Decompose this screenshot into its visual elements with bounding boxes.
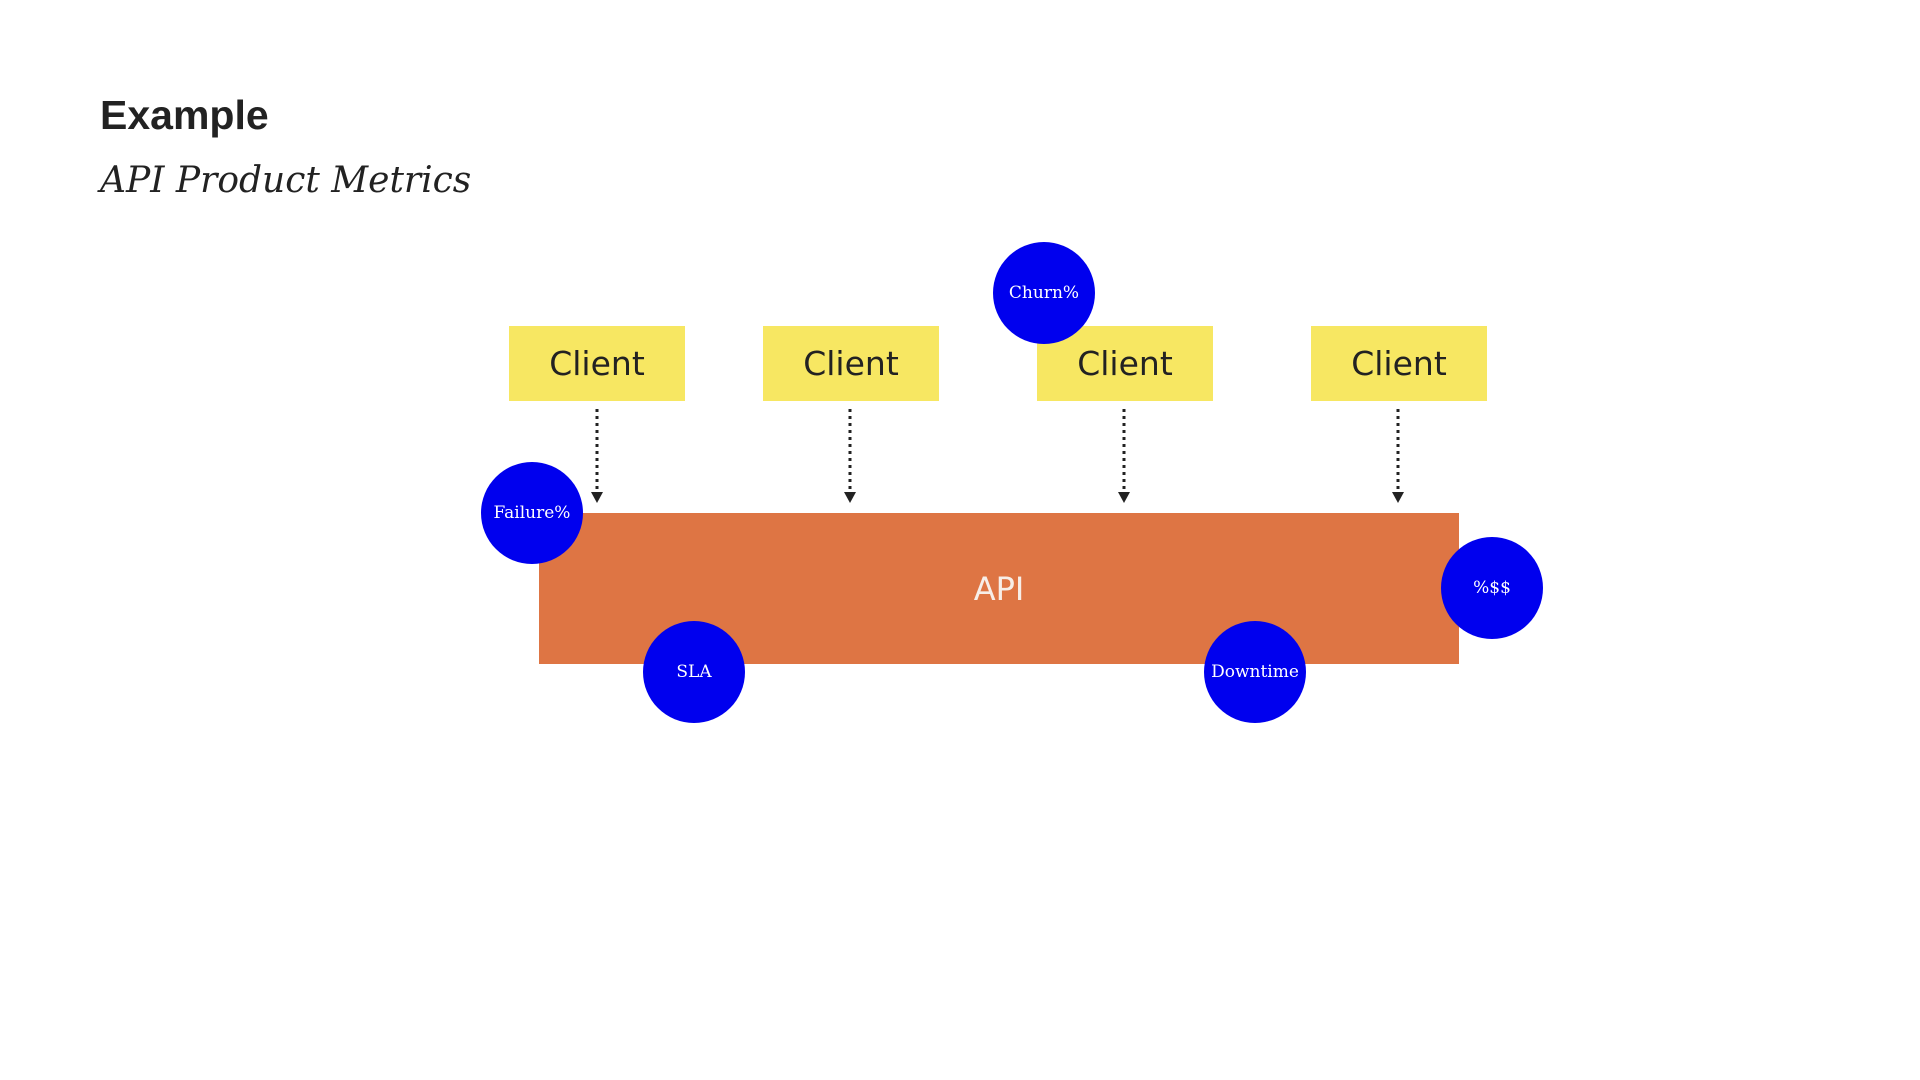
slide-subheading: API Product Metrics	[100, 160, 472, 201]
metric-downtime-bubble: Downtime	[1204, 621, 1306, 723]
metric-churn-bubble: Churn%	[993, 242, 1095, 344]
client-box-2: Client	[763, 326, 939, 401]
client-box-3: Client	[1037, 326, 1213, 401]
metric-sla-bubble: SLA	[643, 621, 745, 723]
arrow-client-2-to-api	[844, 409, 856, 503]
metric-failure-bubble: Failure%	[481, 462, 583, 564]
slide-heading: Example	[100, 92, 269, 138]
arrow-client-3-to-api	[1118, 409, 1130, 503]
arrow-client-4-to-api	[1392, 409, 1404, 503]
metric-revenue-bubble: %$$	[1441, 537, 1543, 639]
client-box-4: Client	[1311, 326, 1487, 401]
client-box-1: Client	[509, 326, 685, 401]
arrow-client-1-to-api	[591, 409, 603, 503]
